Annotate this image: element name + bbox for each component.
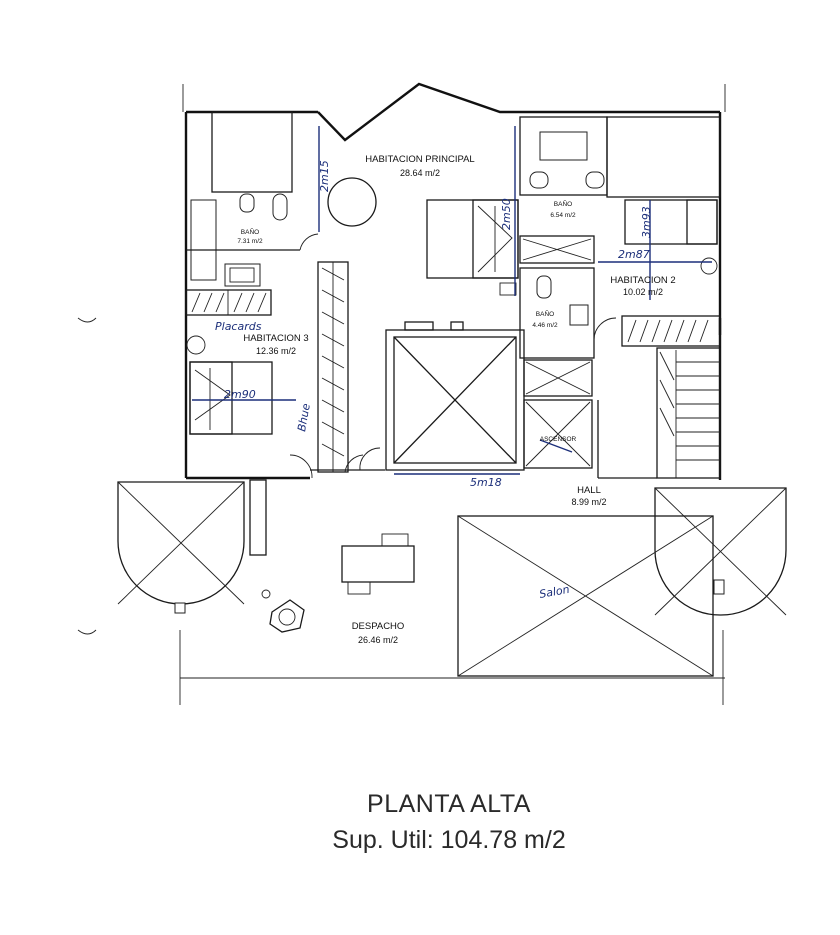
bay-window-left <box>117 479 267 614</box>
room-area-bano1: 7.31 m/2 <box>237 238 263 245</box>
plan-surface: Sup. Util: 104.78 m/2 <box>332 826 565 854</box>
room-name-hall: HALL <box>577 485 601 496</box>
annotation-hall-width: 5m18 <box>470 476 502 489</box>
shower-and-elevator <box>523 359 593 469</box>
central-void <box>385 321 525 471</box>
bathroom-small <box>519 267 617 359</box>
wardrobe-column <box>317 261 349 473</box>
bathroom-left <box>186 111 319 287</box>
annotation-principal-left-wall: 2m15 <box>318 160 331 192</box>
desk <box>341 533 415 595</box>
bed-principal <box>327 177 519 296</box>
room-area-bano2: 6.54 m/2 <box>550 212 576 219</box>
handwritten-dimensions <box>192 126 712 475</box>
room-hab2-furniture <box>606 116 721 275</box>
room-name-bano1: BAÑO <box>241 227 259 236</box>
room-name-hab3: HABITACION 3 <box>243 333 308 344</box>
annotation-wardrobe-hab3: Bhue <box>295 402 313 432</box>
bathroom-upper-right <box>519 116 608 264</box>
room-name-despacho: DESPACHO <box>352 621 405 632</box>
room-area-bano3: 4.46 m/2 <box>532 322 558 329</box>
doors <box>289 447 385 479</box>
room-name-hab2: HABITACION 2 <box>610 275 675 286</box>
outer-reference-lines <box>179 84 726 705</box>
room-area-hab3: 12.36 m/2 <box>256 346 296 356</box>
staircase <box>656 347 721 479</box>
room-area-principal: 28.64 m/2 <box>400 168 440 178</box>
annotation-salon: Salon <box>538 583 570 601</box>
bed-hab3 <box>186 335 273 435</box>
annotation-placards: Placards <box>215 320 262 333</box>
closet-hab3 <box>185 289 272 316</box>
annotation-hab2-height: 3m93 <box>640 206 653 238</box>
annotation-principal-right-wall: 2m50 <box>500 198 513 230</box>
office-chair <box>261 589 305 633</box>
room-name-bano2: BAÑO <box>554 199 572 208</box>
room-name-ascensor: ASCENSOR <box>540 436 577 443</box>
hall-boundary <box>597 400 657 479</box>
room-name-bano3: BAÑO <box>536 309 554 318</box>
annotation-hab2-width: 2m87 <box>618 248 650 261</box>
salon-void <box>457 515 714 677</box>
closet-hab2 <box>621 315 721 347</box>
plan-title: PLANTA ALTA <box>367 790 531 818</box>
room-name-principal: HABITACION PRINCIPAL <box>365 154 474 165</box>
bay-window-right <box>654 487 787 616</box>
annotation-bed-width-hab3: 2m90 <box>224 388 256 401</box>
room-area-despacho: 26.46 m/2 <box>358 635 398 645</box>
room-area-hall: 8.99 m/2 <box>571 497 606 507</box>
margin-marks <box>77 317 97 635</box>
room-area-hab2: 10.02 m/2 <box>623 287 663 297</box>
